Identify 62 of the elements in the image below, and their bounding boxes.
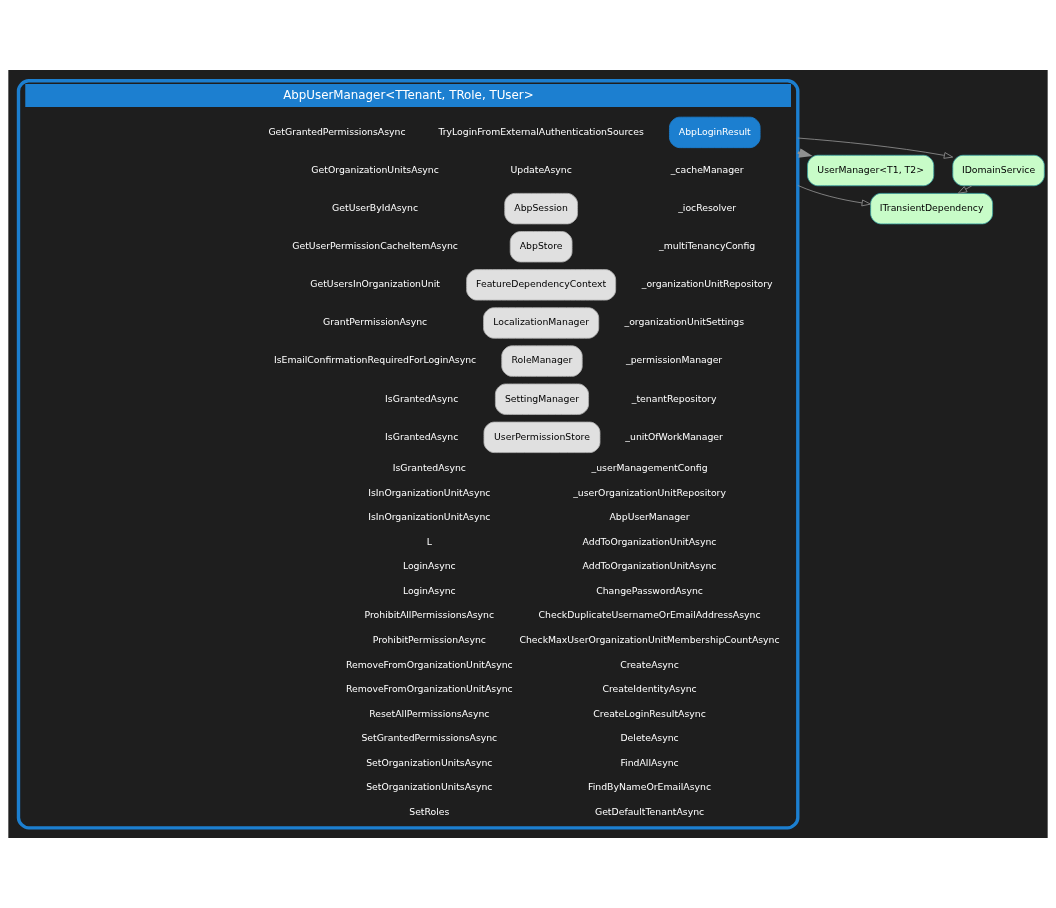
label: _organizationUnitRepository [641, 278, 773, 290]
label: _permissionManager [626, 354, 723, 366]
label: IsEmailConfirmationRequiredForLoginAsync [273, 354, 477, 366]
node-box: IDomainService [952, 154, 1045, 187]
node-box: RoleManager [501, 345, 583, 377]
node-box: FeatureDependencyContext [466, 269, 617, 301]
label: IsGrantedAsync [392, 462, 466, 474]
label: IsInOrganizationUnitAsync [368, 511, 491, 523]
label: CreateAsync [620, 658, 679, 670]
node-box: UserPermissionStore [483, 421, 601, 453]
label: GrantPermissionAsync [323, 316, 428, 328]
label: UpdateAsync [510, 163, 572, 175]
label: IsGrantedAsync [385, 430, 459, 442]
label: ProhibitAllPermissionsAsync [364, 609, 495, 621]
label: FindAllAsync [620, 756, 679, 768]
label: ProhibitPermissionAsync [372, 634, 486, 646]
label: GetDefaultTenantAsync [594, 805, 705, 817]
node-box: UserManager<T1, T2> [807, 154, 935, 187]
label: SetOrganizationUnitsAsync [366, 781, 493, 793]
label: SetOrganizationUnitsAsync [366, 756, 493, 768]
label: CreateIdentityAsync [602, 683, 697, 695]
label: IsGrantedAsync [385, 392, 459, 404]
label: _organizationUnitSettings [624, 316, 745, 328]
label: AddToOrganizationUnitAsync [582, 535, 717, 547]
node-box: AbpLoginResult [669, 116, 761, 149]
node-box: AbpStore [509, 231, 573, 263]
label: LoginAsync [402, 584, 456, 596]
label: FindByNameOrEmailAsync [588, 781, 712, 793]
label: IsInOrganizationUnitAsync [368, 486, 491, 498]
label: GetUserByIdAsync [332, 202, 419, 213]
label: CheckMaxUserOrganizationUnitMembershipCountAsync [519, 634, 780, 646]
label: GetOrganizationUnitsAsync [311, 163, 439, 175]
label: _userManagementConfig [591, 462, 708, 474]
label: CheckDuplicateUsernameOrEmailAddressAsync [538, 609, 761, 621]
node-box: AbpSession [504, 192, 578, 225]
label: _unitOfWorkManager [625, 430, 723, 442]
arrow [797, 184, 871, 207]
node-box: LocalizationManager [483, 307, 600, 339]
label: _cacheManager [670, 163, 744, 175]
label: SetRoles [409, 805, 450, 817]
label: DeleteAsync [620, 732, 679, 744]
label: GetGrantedPermissionsAsync [268, 125, 406, 137]
label: SetGrantedPermissionsAsync [361, 732, 498, 744]
label: ResetAllPermissionsAsync [369, 707, 490, 719]
node-box: ITransientDependency [870, 192, 994, 225]
label: RemoveFromOrganizationUnitAsync [345, 658, 513, 670]
label: AbpUserManager [609, 511, 690, 523]
label: ChangePasswordAsync [596, 584, 703, 596]
label: _tenantRepository [631, 392, 717, 404]
label: TryLoginFromExternalAuthenticationSources [438, 125, 644, 137]
label: RemoveFromOrganizationUnitAsync [345, 683, 513, 695]
label: GetUsersInOrganizationUnit [310, 278, 440, 290]
node-box: SettingManager [494, 383, 589, 415]
label: L [426, 535, 432, 547]
arrow [957, 185, 973, 194]
label: GetUserPermissionCacheItemAsync [292, 240, 458, 252]
label: _multiTenancyConfig [659, 240, 756, 252]
label: AddToOrganizationUnitAsync [582, 560, 717, 572]
label: _iocResolver [678, 202, 737, 213]
label: LoginAsync [402, 560, 456, 572]
label: CreateLoginResultAsync [593, 707, 706, 719]
label: _userOrganizationUnitRepository [573, 486, 726, 498]
